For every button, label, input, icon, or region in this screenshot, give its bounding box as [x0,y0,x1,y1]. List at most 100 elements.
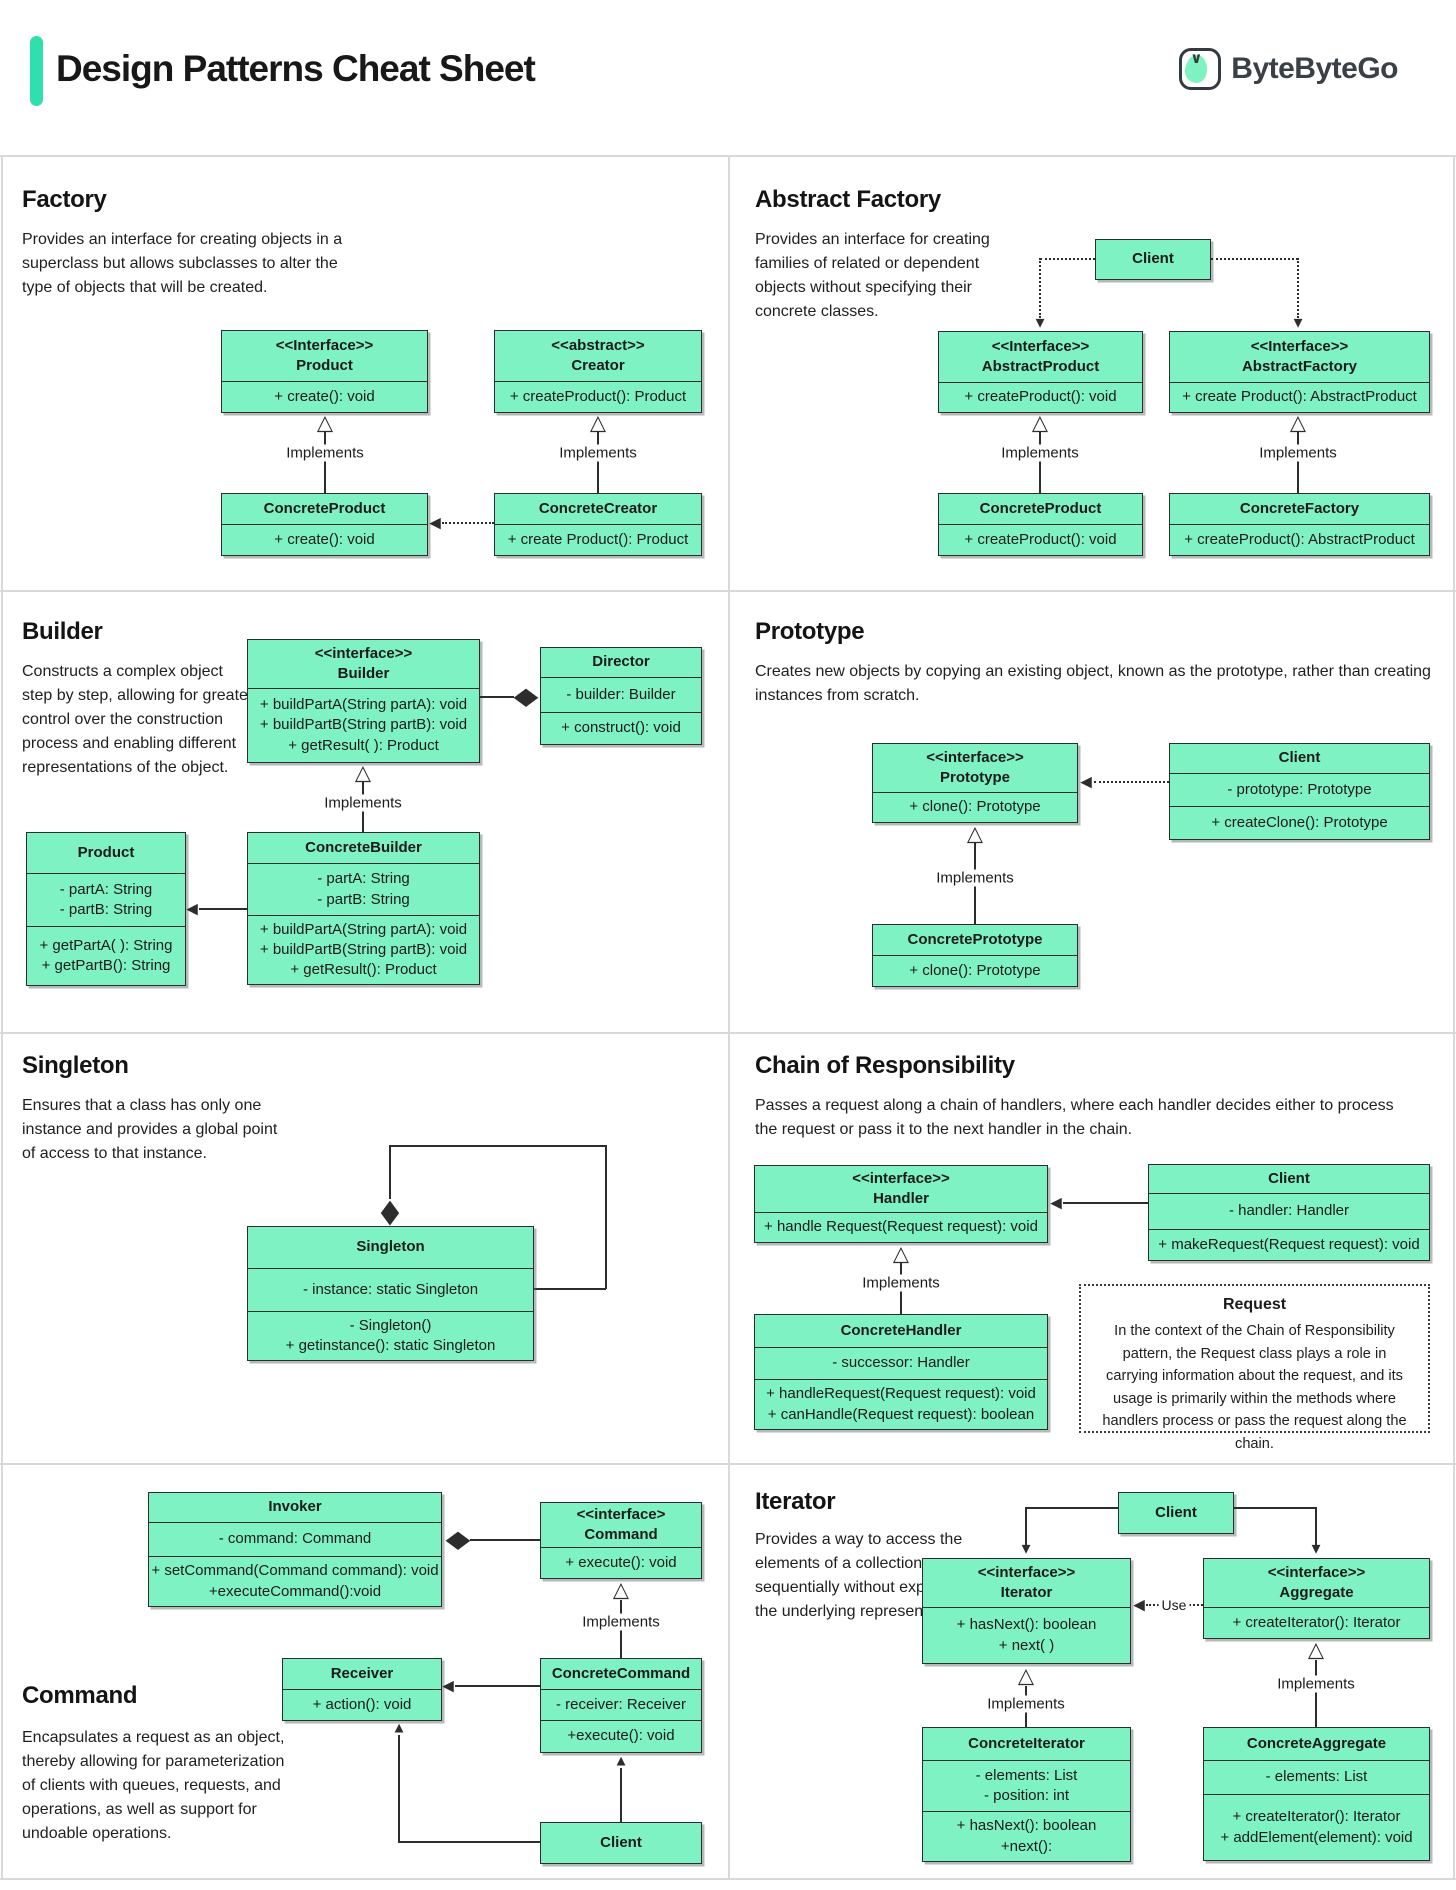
section-title-iterator: Iterator [755,1488,836,1515]
class-box-client-iterator: Client [1118,1492,1234,1534]
class-box-prototype: <<interface>> Prototype + clone(): Proto… [872,743,1078,823]
class-stereotype: <<Interface>> [275,336,374,354]
class-header: <<interface>> Iterator [923,1559,1130,1607]
class-attr: - elements: List [975,1766,1078,1784]
class-methods: + create Product(): AbstractProduct [1170,382,1429,412]
class-header: Invoker [149,1493,441,1522]
class-method: + buildPartA(String partA): void [259,696,468,714]
class-stereotype: <<interface>> [977,1563,1076,1581]
class-method: + createProduct(): void [964,530,1117,548]
class-box-abstract-factory: <<Interface>> AbstractFactory + create P… [1169,331,1430,413]
implements-label: Implements [1253,444,1343,462]
class-attr: - prototype: Prototype [1227,780,1372,798]
generalization-arrow-icon: △ [1017,1664,1035,1688]
class-attr: - receiver: Receiver [555,1695,687,1713]
class-header: <<Interface>> AbstractFactory [1170,332,1429,382]
dependency-arrowhead-icon: ◀ [1133,1596,1145,1614]
class-method: + createIterator(): Iterator [1232,1808,1401,1826]
class-method: + getResult(): Product [290,961,437,979]
implements-label: Implements [1271,1675,1361,1693]
association-arrowhead-icon: ▼ [1018,1540,1034,1558]
class-box-concrete-command: ConcreteCommand - receiver: Receiver +ex… [540,1658,702,1753]
class-stereotype: <<Interface>> [991,337,1090,355]
class-method: + createClone(): Prototype [1211,813,1388,831]
class-stereotype: <<interface>> [1267,1563,1366,1581]
class-header: <<interface>> Aggregate [1204,1559,1429,1607]
class-name: Builder [337,665,390,682]
section-desc-singleton: Ensures that a class has only one instan… [22,1097,278,1162]
class-method: + handleRequest(Request request): void [766,1385,1036,1403]
class-methods: + createIterator(): Iterator + addElemen… [1204,1794,1429,1860]
class-header: <<interface> Command [541,1503,701,1547]
class-header: <<interface>> Builder [248,640,479,688]
association-arrowhead-icon: ◀ [1050,1194,1062,1212]
class-method: + execute(): void [565,1553,677,1571]
generalization-arrow-icon: △ [354,761,372,785]
section-title-command: Command [22,1682,138,1709]
class-methods: + hasNext(): boolean +next(): [923,1811,1130,1861]
class-name: ConcreteProduct [979,499,1102,517]
class-header: <<interface>> Handler [755,1166,1047,1212]
class-name: Client [1268,1169,1310,1187]
class-header: ConcreteHandler [755,1315,1047,1347]
note-body: In the context of the Chain of Responsib… [1102,1323,1407,1453]
class-name: Iterator [1000,1584,1053,1601]
implements-label: Implements [995,444,1085,462]
bytebytego-logo-icon: ∨ [1179,48,1222,90]
class-name: AbstractFactory [1241,358,1358,375]
class-header: Singleton [248,1227,533,1268]
class-method: + construct(): void [561,719,681,737]
generalization-arrow-icon: △ [892,1242,910,1266]
class-attr: - partB: String [317,890,410,908]
class-methods: + createProduct(): void [939,524,1142,555]
dependency-arrowhead-icon: ◀ [1080,773,1092,791]
association-line [398,1735,400,1842]
class-name: Client [600,1833,642,1851]
class-name: ConcreteFactory [1239,499,1360,517]
class-method: + setCommand(Command command): void [151,1562,439,1580]
section-title-chain: Chain of Responsibility [755,1052,1015,1079]
composition-line [470,1539,540,1541]
logo-v-mark: ∨ [1190,50,1203,67]
class-name: Receiver [330,1664,394,1682]
class-method: + create Product(): Product [507,530,689,548]
class-header: Client [1149,1165,1429,1193]
class-box-handler: <<interface>> Handler + handle Request(R… [754,1165,1048,1243]
class-box-command: <<interface> Command + execute(): void [540,1502,702,1579]
class-box-aggregate: <<interface>> Aggregate + createIterator… [1203,1558,1430,1639]
class-name: Singleton [356,1238,425,1256]
dependency-dotted-line [1211,258,1298,260]
class-box-client-prototype: Client - prototype: Prototype + createCl… [1169,743,1430,840]
generalization-arrow-icon: △ [1031,411,1049,435]
dependency-arrowhead-icon: ◀ [429,514,441,532]
class-header: Director [541,648,701,677]
class-method: + next( ) [998,1636,1055,1654]
class-box-product: <<Interface>> Product + create(): void [221,330,428,413]
class-methods: + construct(): void [541,712,701,744]
class-attrs: - handler: Handler [1149,1193,1429,1229]
section-desc-factory: Provides an interface for creating objec… [22,231,343,296]
implements-label: Implements [576,1613,666,1631]
class-attr: - builder: Builder [566,685,676,703]
class-attr: - command: Command [218,1530,372,1548]
association-arrowhead-icon: ▲ [613,1752,629,1770]
class-method: + canHandle(Request request): boolean [767,1405,1035,1423]
class-methods: + action(): void [283,1689,441,1720]
class-header: Product [27,833,185,873]
class-method: +executeCommand():void [208,1582,382,1600]
implements-label: Implements [553,444,643,462]
dependency-arrowhead-icon: ▼ [1032,314,1048,332]
composition-diamond-icon: ◆ [445,1526,471,1553]
section-title-builder: Builder [22,618,103,645]
request-note: Request In the context of the Chain of R… [1079,1284,1430,1452]
class-method: + clone(): Prototype [909,961,1041,979]
class-attr: - partA: String [59,880,153,898]
generalization-arrow-icon: △ [1307,1638,1325,1662]
class-methods: + setCommand(Command command): void +exe… [149,1556,441,1606]
class-methods: + createProduct(): AbstractProduct [1170,524,1429,555]
class-attr: - successor: Handler [832,1354,970,1372]
brand-name: ByteByteGo [1231,52,1398,85]
class-method: + getPartB(): String [41,957,171,974]
class-header: <<Interface>> Product [222,331,427,381]
class-method: + createProduct(): AbstractProduct [1184,530,1415,548]
